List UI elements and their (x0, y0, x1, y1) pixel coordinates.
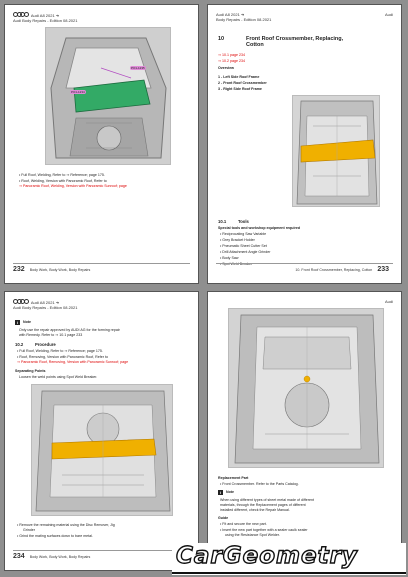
note-text: materials, through the Replacement pages… (220, 503, 306, 507)
section-title: Front Roof Crossmember, Replacing, Cotto… (246, 36, 344, 48)
header-brand: Audi (384, 12, 393, 17)
watermark-text: CarGeometry (175, 542, 358, 569)
footer-text: Body Work, Body Work, Body Repairs (29, 268, 91, 272)
page-235: Audi Replacement Part Front Crossmember.… (207, 291, 402, 571)
tool-item: Grey Bracket Holder (220, 238, 255, 243)
note-title: Note (23, 320, 31, 324)
tool-item: Pneumatic Sheet Cutter Set (220, 244, 267, 249)
tools-intro: Special tools and workshop equipment req… (218, 226, 301, 230)
note-text: When using different types of sheet meta… (220, 498, 314, 502)
audi-logo-icon (13, 299, 29, 305)
page-233: Audi A8 2021 ➜ Body Repairs - Edition 08… (207, 4, 402, 284)
page-header: Audi A8 2021 ➜ Audi Body Repairs - Editi… (13, 12, 77, 23)
step-text: Roof, Removing, Version with Panoramic R… (17, 355, 108, 359)
roof-frame-figure (228, 308, 384, 468)
step-text: Loosen the weld points using Spot Weld B… (19, 375, 98, 379)
header-title: Audi A8 2021 ➜ (216, 12, 245, 17)
section-title: Procedure (35, 342, 56, 347)
header-title: Audi A8 2021 ➜ (30, 13, 60, 18)
body-frame-drawing (293, 96, 379, 206)
reference-link[interactable]: ⇒ 10.1 page 234 (218, 53, 245, 57)
page-header: Audi A8 2021 ➜ Body Repairs - Edition 08… (216, 12, 271, 22)
separating-points-heading: Separating Points (15, 369, 46, 373)
replacement-text: Front Crossmember. Refer to the Parts Ca… (220, 482, 390, 487)
step-item: Grind the mating surfaces down to bare m… (17, 534, 187, 539)
subsection-number: 10.1 (218, 219, 227, 224)
part-label: 3 - Right Side Roof Frame (218, 87, 262, 91)
step-item: Full Roof, Welding, Refer to ⇒ Reference… (17, 349, 187, 354)
note-text: installed different, check the Repair Ma… (220, 508, 290, 512)
callout-label: PO1-1235 (130, 66, 146, 70)
header-subtitle: Audi Body Repairs - Edition 08.2021 (13, 18, 78, 23)
step-item: Full Roof, Welding, Refer to ⇒ Reference… (19, 173, 189, 178)
body-underside-drawing (32, 385, 172, 515)
guide-heading: Guide (218, 516, 229, 520)
tool-item: Body Saw (220, 256, 238, 261)
header-subtitle: Body Repairs - Edition 08.2021 (216, 17, 272, 22)
page-number: 232 (13, 266, 25, 273)
guide-step: Insert the new part together with a seal… (220, 528, 395, 533)
part-label: 2 - Front Roof Crossmember (218, 81, 267, 85)
floor-frame-figure (31, 384, 173, 516)
car-body-drawing (46, 28, 170, 164)
car-roof-figure: PO1-1234 PO1-1235 (45, 27, 171, 165)
step-text: Grinder (23, 528, 35, 532)
header-brand: Audi (384, 299, 393, 304)
step-item: Roof, Removing, Version with Panoramic R… (17, 355, 192, 365)
step-item: Roof, Welding, Version with Panoramic Ro… (19, 179, 189, 189)
page-234: Audi A8 2021 ➜ Audi Body Repairs - Editi… (4, 291, 199, 571)
reference-link[interactable]: ⇒ 10.2 page 234 (218, 59, 245, 63)
reference-link[interactable]: ⇒ Panoramic Roof, Removing, Version with… (17, 360, 129, 364)
header-title: Audi A8 2021 ➜ (30, 300, 60, 305)
tool-item: Reciprocating Saw Variable (220, 232, 266, 237)
watermark-logo: CarGeometry (172, 542, 406, 575)
tool-item: Spot Weld Breaker (220, 262, 252, 267)
crossmember-figure (292, 95, 380, 207)
step-text: Roof, Welding, Version with Panoramic Ro… (19, 179, 107, 183)
callout-label: PO1-1234 (70, 90, 86, 94)
info-icon: i (15, 320, 20, 325)
page-number: 234 (13, 553, 25, 560)
page-number: 233 (377, 266, 389, 273)
page-footer: 234 Body Work, Body Work, Body Repairs (13, 550, 190, 560)
note-text: with Remedy. Refer to ⇒ 10.1 page 233 (19, 333, 83, 337)
page-232: Audi A8 2021 ➜ Audi Body Repairs - Editi… (4, 4, 199, 284)
body-frame-top-drawing (229, 309, 383, 467)
audi-logo-icon (13, 12, 29, 18)
header-subtitle: Audi Body Repairs - Edition 08.2021 (13, 305, 78, 310)
footer-text: 10. Front Roof Crossmember, Replacing, C… (295, 268, 373, 272)
overview-heading: Overview (218, 66, 234, 70)
note-title: Note (226, 490, 234, 494)
part-label: 1 - Left Side Roof Frame (218, 75, 260, 79)
guide-step: Fit and secure the new part. (220, 522, 395, 527)
section-number: 10.2 (15, 342, 24, 347)
watermark-underline (172, 572, 406, 574)
note-text: Only use the repair approved by AUDI AG … (19, 328, 120, 332)
page-footer: 10. Front Roof Crossmember, Replacing, C… (216, 263, 393, 273)
footer-text: Body Work, Body Work, Body Repairs (29, 555, 91, 559)
tool-item: Drill Attachment Angle Grinder (220, 250, 270, 255)
subsection-title: Tools (238, 219, 249, 224)
step-item: Remove the remaining material using the … (17, 523, 187, 528)
replacement-heading: Replacement Part (218, 476, 249, 480)
section-number: 10 (218, 36, 225, 42)
info-icon: i (218, 490, 223, 495)
guide-step: using the Resistance Spot Welder. (225, 533, 280, 537)
page-header: Audi A8 2021 ➜ Audi Body Repairs - Editi… (13, 299, 77, 310)
step-text: Full Roof, Welding, Refer to ⇒ Reference… (19, 173, 105, 177)
page-footer: 232 Body Work, Body Work, Body Repairs (13, 263, 190, 273)
reference-link[interactable]: ⇒ Panoramic Roof, Welding, Version with … (19, 184, 127, 188)
